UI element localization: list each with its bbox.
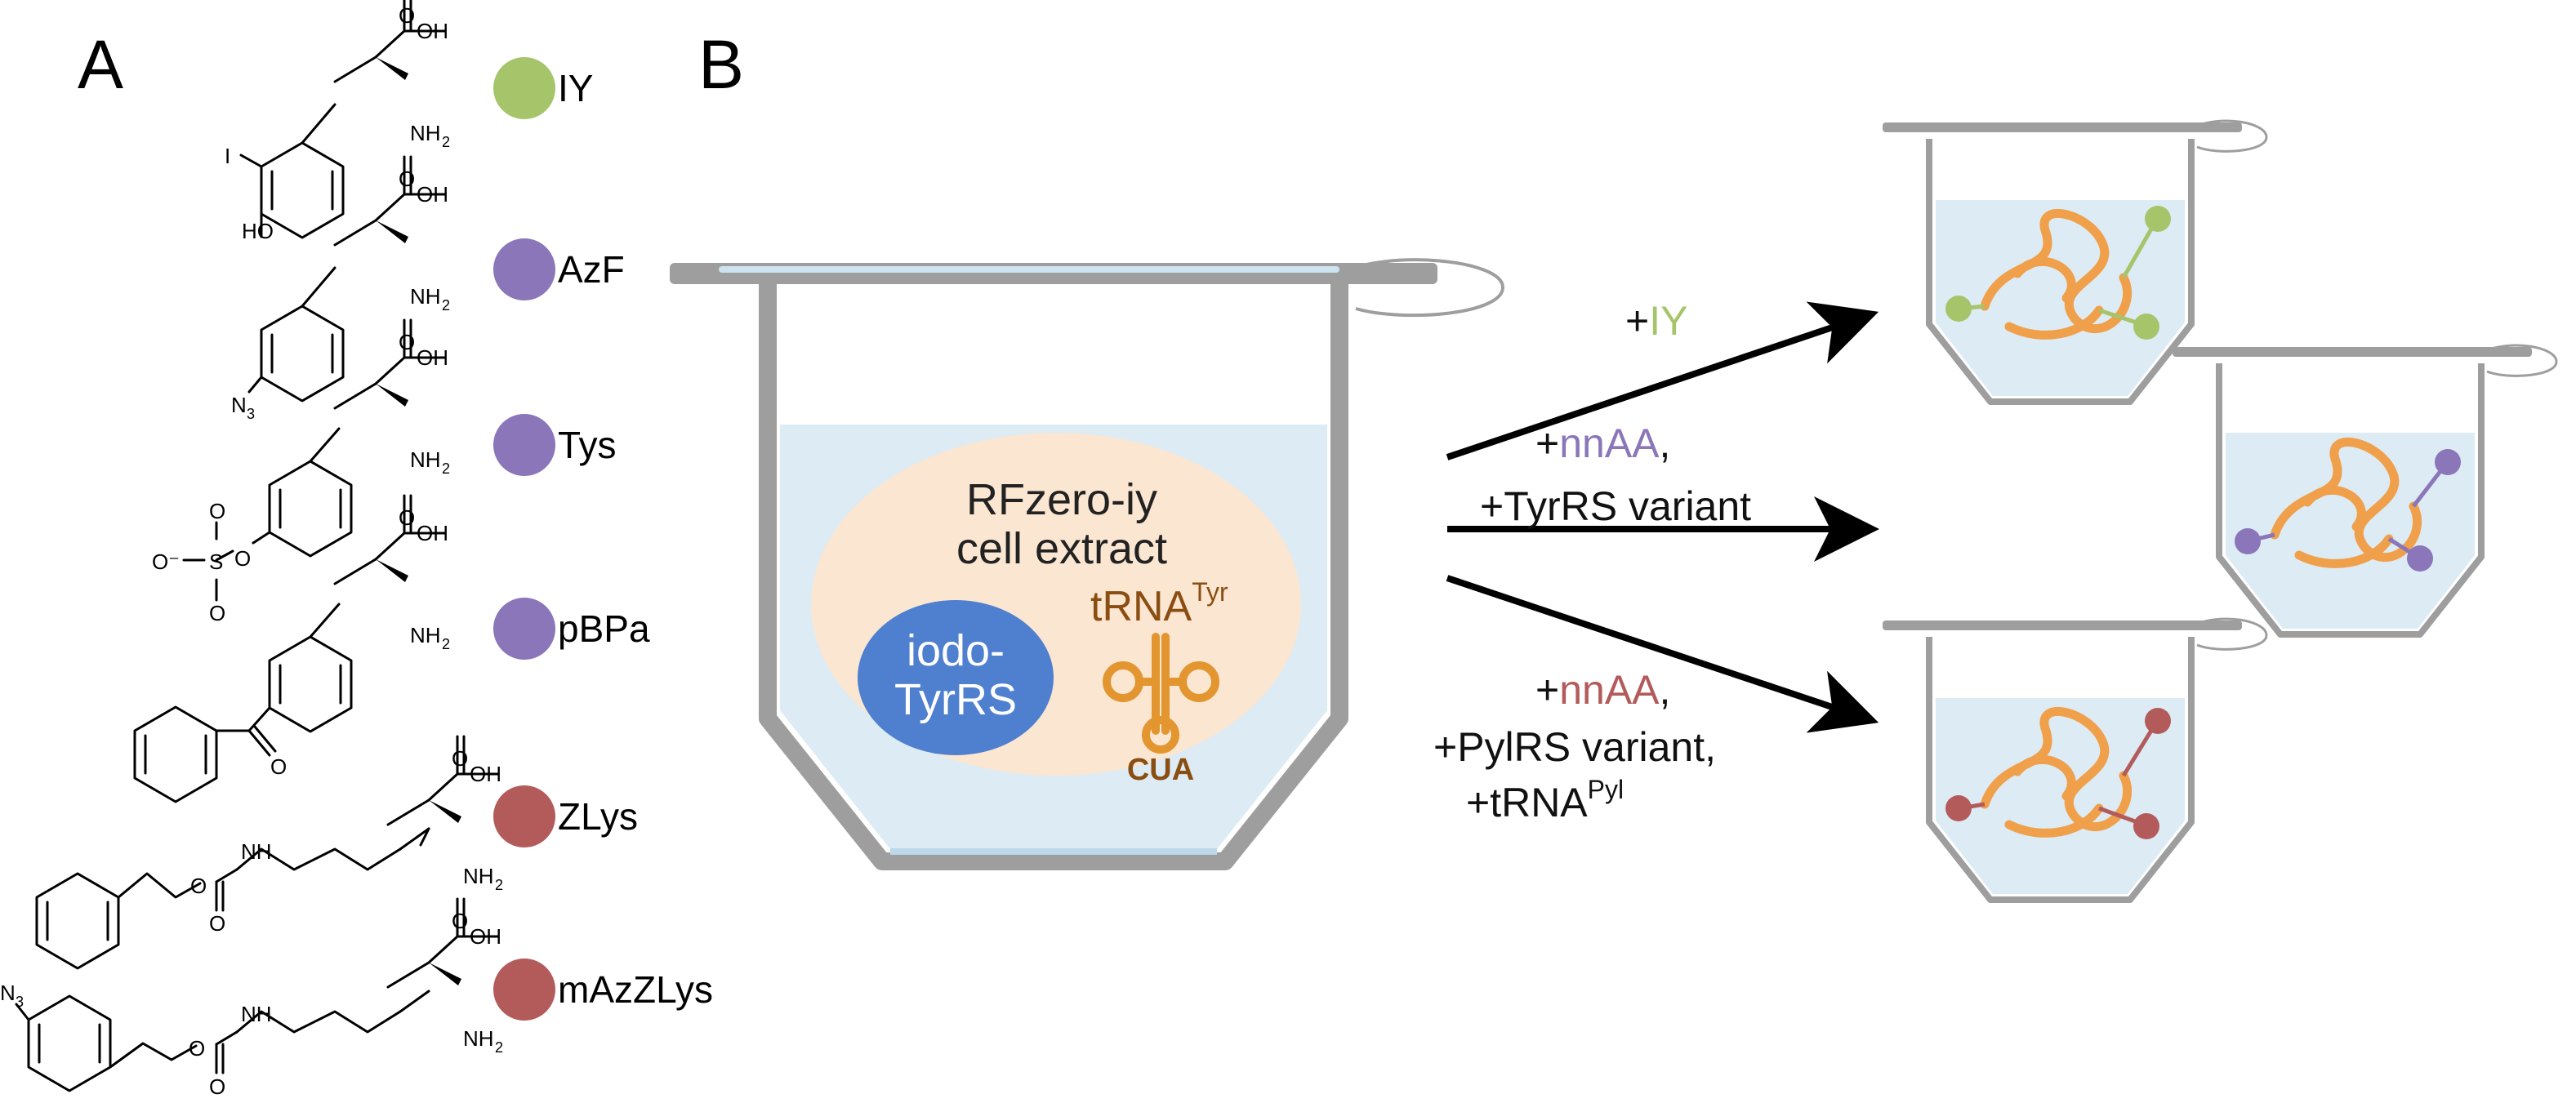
panel-b-label: B <box>698 26 744 103</box>
atom-sub2: 2 <box>495 1039 503 1056</box>
aa-dot-zlys <box>493 785 555 847</box>
atom-o: O <box>452 746 468 771</box>
atom-amide-n: NH <box>241 839 272 864</box>
atom-iodine: I <box>225 144 230 168</box>
atom-oh: OH <box>417 19 448 43</box>
anticodon-label: CUA <box>1127 753 1194 787</box>
atom-amide-n: NH <box>241 1002 272 1026</box>
enzyme-label-line1: iodo- <box>907 626 1005 675</box>
atom-sub2: 2 <box>442 636 450 652</box>
atom-oh: OH <box>470 762 501 786</box>
structure-tys: OH O NH 2 O S O⁻ O O <box>152 318 450 625</box>
atom-o: O <box>399 330 415 354</box>
aa-label-mazzlys: mAzZLys <box>558 968 713 1011</box>
tube-cap-rim <box>670 263 1437 284</box>
atom-sub3: 3 <box>247 406 255 422</box>
condition-top: +IY <box>1625 298 1687 344</box>
aa-label-tys: Tys <box>558 424 617 466</box>
atom-carbonyl-o: O <box>209 1074 225 1099</box>
atom-nh2: NH <box>463 1026 494 1051</box>
aa-dot-pbpa <box>493 598 555 660</box>
atom-nh2: NH <box>463 864 494 888</box>
atom-o: O <box>399 505 415 530</box>
atom-sub2: 2 <box>442 460 450 477</box>
atom-sulfur: S <box>209 549 223 574</box>
atom-ho: HO <box>242 219 274 243</box>
atom-ketone-o: O <box>270 754 287 779</box>
structure-zlys: O O NH OH O NH 2 <box>35 735 503 970</box>
aa-label-azf: AzF <box>558 248 625 291</box>
trna-tyr-label: tRNATyr <box>1090 577 1228 630</box>
atom-oh: OH <box>417 345 448 370</box>
panel-a-label: A <box>78 26 123 103</box>
atom-o: O <box>452 909 468 933</box>
atom-sulfonyl-o-top: O <box>209 499 225 523</box>
aa-dot-tys <box>493 414 555 476</box>
aa-dot-mazzlys <box>493 959 555 1021</box>
aa-dot-iy <box>493 57 555 119</box>
atom-oh: OH <box>470 924 501 949</box>
tube-wall <box>759 282 1348 870</box>
condition-bottom-line2: +PylRS variant, <box>1433 724 1716 770</box>
atom-sub2: 2 <box>495 877 503 893</box>
atom-nh2: NH <box>410 121 441 145</box>
condition-bottom-line1: +nnAA, <box>1535 667 1670 713</box>
atom-o: O <box>399 3 415 28</box>
aa-label-iy: IY <box>558 67 593 109</box>
condition-bottom-line3: +tRNAPyl <box>1466 775 1624 825</box>
condition-middle-line1: +nnAA, <box>1535 420 1670 466</box>
atom-ester-o: O <box>234 546 251 571</box>
atom-o: O <box>399 167 415 191</box>
atom-oh: OH <box>417 182 448 207</box>
atom-sulfonyl-o-bottom: O <box>209 601 225 625</box>
tube-cap-highlight <box>719 266 1339 273</box>
structure-azf: OH O NH 2 N 3 <box>231 155 450 422</box>
product-tube-tyrrs <box>2173 344 2558 638</box>
atom-sub2: 2 <box>442 297 450 314</box>
tube-cap-hinge <box>1339 258 1505 318</box>
extract-label-line1: RFzero-iy <box>966 475 1157 524</box>
atom-azide-n: N <box>231 393 247 417</box>
structure-iy: OH O NH 2 I HO <box>225 0 450 243</box>
atom-carbamate-o: O <box>189 1036 205 1061</box>
aa-dot-azf <box>493 238 555 300</box>
atom-azide-n: N <box>0 981 16 1005</box>
aa-label-zlys: ZLys <box>558 795 638 838</box>
trna-cloverleaf-icon <box>1103 633 1219 754</box>
arrow-bottom <box>1446 575 1879 733</box>
atom-nh2: NH <box>410 447 441 472</box>
atom-sub3: 3 <box>16 994 24 1010</box>
atom-carbamate-o: O <box>190 874 207 898</box>
atom-carbonyl-o: O <box>209 911 225 936</box>
aa-label-pbpa: pBPa <box>558 607 650 650</box>
atom-nh2: NH <box>410 623 441 647</box>
atom-oh: OH <box>417 521 448 545</box>
iodo-tyrrs-enzyme <box>858 600 1054 755</box>
condition-middle-line2: +TyrRS variant <box>1480 483 1751 529</box>
product-tube-iy <box>1883 119 2268 405</box>
arrow-top <box>1446 301 1879 460</box>
product-tube-pylrs <box>1883 617 2268 903</box>
atom-o-minus: O⁻ <box>152 549 180 574</box>
atom-sub2: 2 <box>442 134 450 150</box>
structure-pbpa: OH O NH 2 O <box>133 494 450 803</box>
enzyme-label-line2: TyrRS <box>894 675 1017 724</box>
extract-label-line2: cell extract <box>956 524 1167 573</box>
atom-nh2: NH <box>410 284 441 309</box>
structure-mazzlys: N 3 O O NH OH O NH 2 <box>0 897 503 1099</box>
